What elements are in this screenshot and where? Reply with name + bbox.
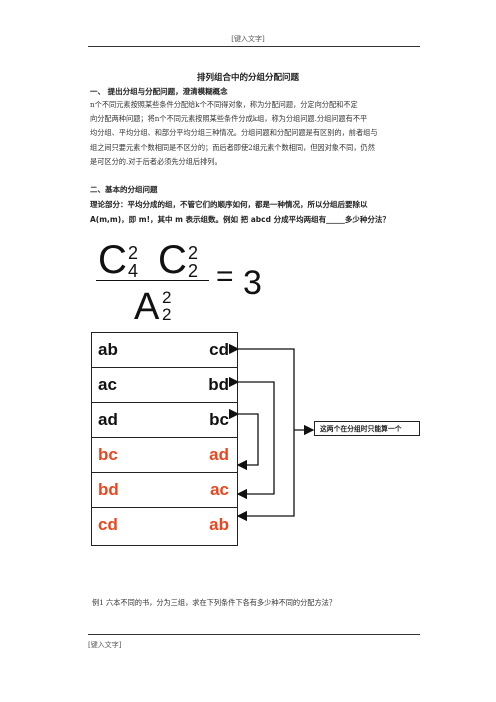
group-right: ab — [209, 515, 229, 534]
formula-equals: = — [216, 260, 234, 293]
formula-result: 3 — [243, 264, 262, 302]
paragraph-line: 是可区分的.对于后者必须先分组后排列。 — [90, 156, 222, 166]
group-right: cd — [209, 340, 229, 359]
grouping-table: ab cd ac bd ad bc bc ad bd ac cd ab — [91, 332, 238, 546]
group-right: bc — [209, 410, 229, 429]
arrow-pair-3 — [228, 408, 259, 471]
footer-rule — [88, 634, 420, 635]
formula-c1: C — [98, 238, 127, 282]
callout-note: 这两个在分组时只能算一个 — [314, 421, 420, 436]
document-title: 排列组合中的分组分配问题 — [196, 73, 299, 83]
paragraph-line: 均分组、平均分组、和部分平均分组三种情况。分组问题和分配问题是有区别的，前者组与 — [90, 128, 378, 138]
group-right: ad — [209, 445, 229, 464]
theory-line: 理论部分：平均分成的组，不管它们的顺序如何，都是一种情况，所以分组后要除以 — [90, 200, 368, 209]
formula-a: A — [134, 286, 160, 328]
table-row: ab cd — [91, 332, 238, 368]
group-left: ab — [98, 340, 118, 359]
page-footer: [键入文字] — [88, 641, 122, 649]
formula-c2: C — [158, 238, 187, 282]
theory-line: A(m,m)，即 m!，其中 m 表示组数。例如 把 abcd 分成平均两组有_… — [90, 215, 390, 224]
table-row: ac bd — [91, 367, 238, 403]
arrow-pair-1 — [228, 343, 295, 522]
group-left: cd — [98, 515, 118, 534]
table-row: cd ab — [91, 507, 238, 546]
arrow-pair-2 — [228, 376, 275, 500]
formula-a-sub: 2 — [162, 305, 172, 324]
theory-paragraph: 理论部分：平均分成的组，不管它们的顺序如何，都是一种情况，所以分组后要除以 A(… — [90, 197, 425, 227]
example-1: 例1 六本不同的书，分为三组，求在下列条件下各有多少种不同的分配方法？ — [92, 598, 337, 607]
group-left: ac — [98, 375, 117, 394]
formula-c1-sup: 2 — [128, 243, 139, 263]
section2-heading: 二、基本的分组问题 — [90, 185, 158, 194]
page-header: [键入文字] — [231, 35, 265, 43]
group-right: bd — [208, 375, 229, 394]
group-right: ac — [210, 480, 229, 499]
formula-c2-sub: 2 — [188, 261, 199, 281]
formula-a-sup: 2 — [162, 288, 172, 307]
group-left: bd — [98, 480, 119, 499]
paragraph-line: 向分配两种问题；将n个不同元素按照某些条件分成k组，称为分组问题.分组问题有不平 — [90, 114, 368, 124]
formula-c1-sub: 4 — [128, 261, 139, 281]
section1-heading: 一、 提出分组与分配问题，澄清模糊概念 — [90, 87, 228, 96]
group-left: ad — [98, 410, 118, 429]
paragraph-line: 组之间只要元素个数相同是不区分的；而后者即使2组元素个数相同，但因对象不同，仍然 — [90, 142, 375, 152]
header-rule — [88, 46, 420, 47]
table-row: ad bc — [91, 402, 238, 438]
formula-c2-sup: 2 — [188, 243, 199, 263]
paragraph-line: n个不同元素按照某些条件分配给k个不同得对象，称为分配问题，分定向分配和不定 — [90, 100, 358, 109]
section1-paragraph: n个不同元素按照某些条件分配给k个不同得对象，称为分配问题，分定向分配和不定 向… — [90, 98, 420, 169]
group-left: bc — [98, 445, 118, 464]
combination-formula: C 2 4 C 2 2 A 2 2 = 3 — [0, 0, 496, 330]
fraction-bar — [96, 280, 209, 281]
